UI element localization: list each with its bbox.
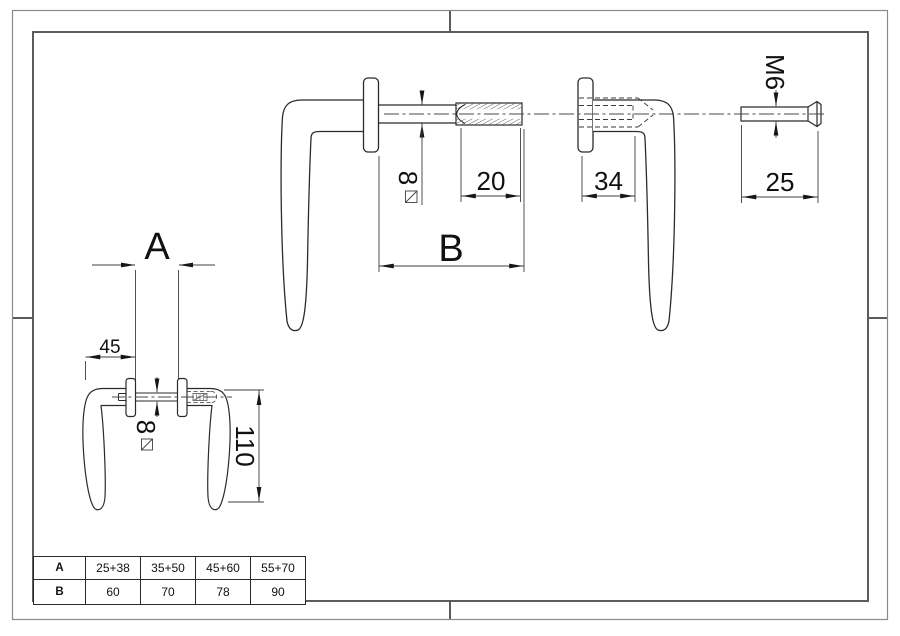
right-handle-profile xyxy=(577,77,676,332)
screw-body xyxy=(740,100,822,128)
dim-thread-20 xyxy=(460,128,521,202)
sheet-frame xyxy=(11,9,889,621)
dim-spindle-square-8 xyxy=(405,90,425,205)
left-handle-outline xyxy=(280,99,364,332)
left-handle-profile xyxy=(280,77,380,332)
plan-left-handle xyxy=(82,387,126,511)
right-handle-hidden-bore xyxy=(579,97,654,128)
size-table-cell: 70 xyxy=(140,579,196,605)
dim-screw-25 xyxy=(741,125,819,203)
size-table-cell: 60 xyxy=(85,579,141,605)
plan-left-rosette xyxy=(125,377,137,418)
right-handle-outline xyxy=(593,99,676,332)
dim-spindle-B xyxy=(378,129,525,272)
size-table-row-B: B 60 70 78 90 xyxy=(33,579,306,605)
size-table-cell: 25+38 xyxy=(85,556,141,580)
dim-letter-B: B xyxy=(438,228,463,270)
plan-handles xyxy=(82,377,231,511)
dim-rosette-34 xyxy=(581,136,636,202)
dim-text-45: 45 xyxy=(99,337,120,358)
size-table-cell: 35+50 xyxy=(140,556,196,580)
right-rosette xyxy=(577,77,594,153)
dim-plan-square-8 xyxy=(141,377,160,451)
left-rosette xyxy=(362,77,380,153)
plan-right-rosette xyxy=(176,377,188,418)
size-table-label-B: B xyxy=(33,579,86,605)
frame-outer-border xyxy=(11,9,889,621)
dimensions-top-view xyxy=(92,90,819,415)
spindle xyxy=(378,102,523,126)
size-table-label-A: A xyxy=(33,556,86,580)
dim-110 xyxy=(224,389,264,503)
rod-chamfer xyxy=(456,104,466,124)
thread-hatch-bottom xyxy=(456,118,522,125)
size-table: A 25+38 35+50 45+60 55+70 B 60 70 78 90 xyxy=(33,556,306,605)
size-table-cell: 45+60 xyxy=(195,556,251,580)
dim-text-34: 34 xyxy=(594,166,623,196)
plan-view: 45 8 110 xyxy=(82,337,264,511)
dim-text-m6: M6 xyxy=(760,54,790,90)
thread-hatch-top xyxy=(456,103,522,110)
dim-text-20: 20 xyxy=(477,166,506,196)
dim-text-110: 110 xyxy=(230,425,260,466)
dim-letter-A: A xyxy=(144,226,170,268)
size-table-cell: 90 xyxy=(250,579,306,605)
size-table-cell: 55+70 xyxy=(250,556,306,580)
size-table-cell: 78 xyxy=(195,579,251,605)
top-view: 20 34 25 8 M6 A B xyxy=(92,54,824,415)
dim-text-25: 25 xyxy=(766,167,795,197)
size-table-row-A: A 25+38 35+50 45+60 55+70 xyxy=(33,556,306,580)
frame-centering-marks xyxy=(13,11,887,619)
dim-45 xyxy=(85,354,136,380)
dim-text-square-8-plan: 8 xyxy=(131,420,161,434)
dimensions-plan-view xyxy=(85,354,264,503)
plan-right-handle xyxy=(187,387,231,511)
dim-text-square-8-top: 8 xyxy=(393,171,423,185)
